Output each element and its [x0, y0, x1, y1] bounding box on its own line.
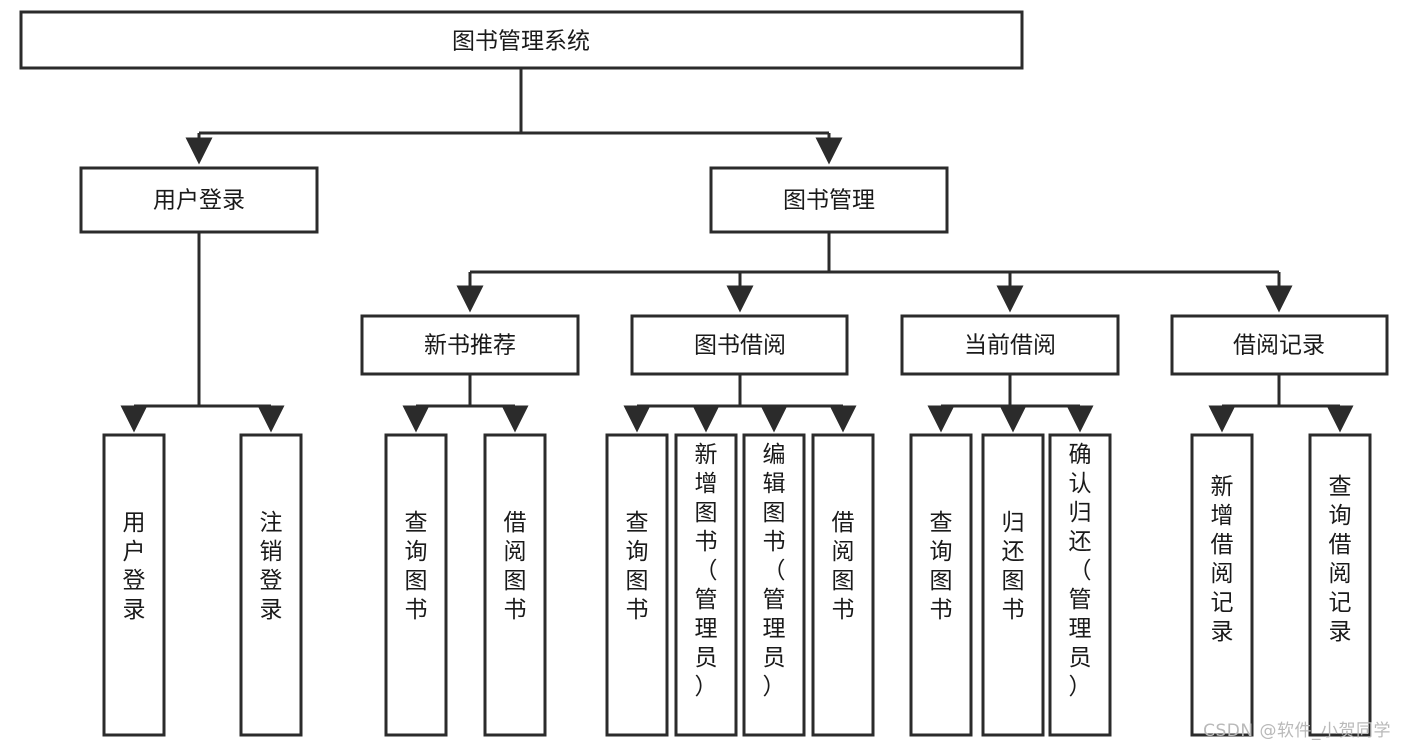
node-leaf-add-book-admin-box[interactable]: [674, 433, 738, 737]
node-new-book-recommend[interactable]: 新书推荐: [360, 314, 580, 376]
connector-group-userlogin-to-leaves: [120, 232, 285, 433]
node-leaf-query-book-3-box[interactable]: [909, 433, 973, 737]
node-root-label: 图书管理系统: [452, 29, 590, 55]
node-leaf-user-login-box[interactable]: [102, 433, 166, 737]
node-book-borrow[interactable]: 图书借阅: [630, 314, 849, 376]
node-leaf-user-login-label: 用户登录: [123, 510, 146, 623]
node-borrow-record[interactable]: 借阅记录: [1170, 314, 1389, 376]
node-leaf-return-book-label: 归还图书: [1002, 510, 1025, 623]
node-leaf-add-book-admin-label: 新增图书（管理员）: [695, 442, 718, 700]
leaf-label-group: 用户登录 注销登录 查询图书 借阅图书 查询图书 新增图书（管理员） 编辑图书（…: [123, 442, 1352, 700]
node-root[interactable]: 图书管理系统: [19, 10, 1024, 70]
node-borrow-record-box[interactable]: [1170, 314, 1389, 376]
node-leaf-query-book-1-label: 查询图书: [405, 510, 428, 623]
node-book-management[interactable]: 图书管理: [709, 166, 949, 234]
node-current-borrow[interactable]: 当前借阅: [900, 314, 1120, 376]
node-book-management-box[interactable]: [709, 166, 949, 234]
node-leaf-query-borrow-record-label: 查询借阅记录: [1329, 474, 1352, 645]
node-borrow-record-label: 借阅记录: [1233, 333, 1325, 359]
node-user-login[interactable]: 用户登录: [79, 166, 319, 234]
node-leaf-edit-book-admin-box[interactable]: [742, 433, 806, 737]
node-leaf-query-book-2-label: 查询图书: [626, 510, 649, 623]
connector-group-newbook-to-leaves: [402, 374, 529, 433]
node-current-borrow-box[interactable]: [900, 314, 1120, 376]
node-leaf-confirm-return-admin-label: 确认归还（管理员）: [1069, 442, 1092, 700]
node-leaf-logout-label: 注销登录: [260, 510, 283, 623]
node-leaf-query-borrow-record-box[interactable]: [1308, 433, 1372, 737]
node-leaf-add-borrow-record-box[interactable]: [1190, 433, 1254, 737]
node-book-management-label: 图书管理: [783, 188, 875, 214]
node-leaf-return-book-box[interactable]: [981, 433, 1045, 737]
node-leaf-borrow-book-1-box[interactable]: [483, 433, 547, 737]
node-leaf-confirm-return-admin-box[interactable]: [1048, 433, 1112, 737]
leaf-node-group: [102, 433, 1372, 737]
node-leaf-logout-box[interactable]: [239, 433, 303, 737]
node-new-book-recommend-label: 新书推荐: [424, 333, 516, 359]
node-user-login-box[interactable]: [79, 166, 319, 234]
node-leaf-edit-book-admin-label: 编辑图书（管理员）: [763, 442, 786, 700]
node-book-borrow-label: 图书借阅: [694, 333, 786, 359]
connector-group-bookmanagement-to-level2: [456, 232, 1293, 313]
node-root-box[interactable]: [19, 10, 1024, 70]
node-leaf-borrow-book-2-box[interactable]: [811, 433, 875, 737]
connector-group-bookborrow-to-leaves: [623, 374, 857, 433]
node-current-borrow-label: 当前借阅: [964, 333, 1056, 359]
node-leaf-borrow-book-2-label: 借阅图书: [832, 510, 855, 623]
node-new-book-recommend-box[interactable]: [360, 314, 580, 376]
node-book-borrow-box[interactable]: [630, 314, 849, 376]
node-leaf-borrow-book-1-label: 借阅图书: [504, 510, 527, 623]
node-leaf-query-book-2-box[interactable]: [605, 433, 669, 737]
node-leaf-query-book-3-label: 查询图书: [930, 510, 953, 623]
connector-group-currentborrow-to-leaves: [927, 374, 1094, 433]
node-leaf-query-book-1-box[interactable]: [384, 433, 448, 737]
node-user-login-label: 用户登录: [153, 188, 245, 214]
node-leaf-add-borrow-record-label: 新增借阅记录: [1211, 474, 1234, 645]
connector-group-root-to-level1: [185, 68, 843, 165]
connector-group-borrowrecord-to-leaves: [1208, 374, 1354, 433]
